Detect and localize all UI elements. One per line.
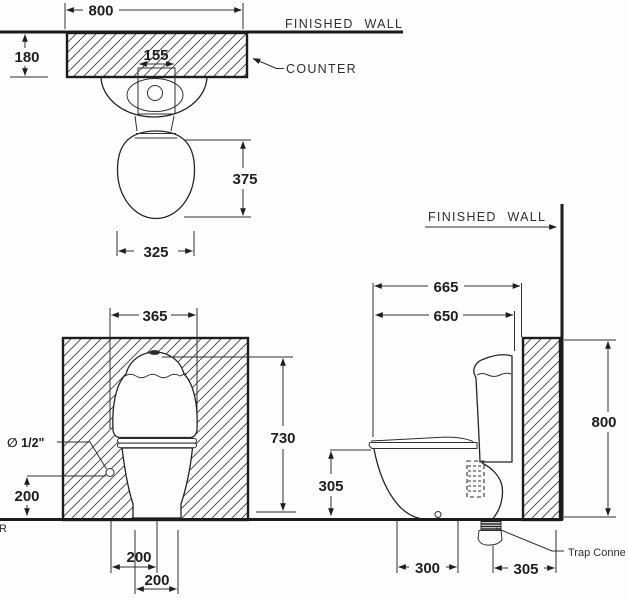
svg-text:200: 200: [14, 488, 39, 505]
tank-seat-join-right: [170, 115, 175, 132]
svg-text:200: 200: [126, 549, 151, 566]
supply-size-label: ∅ 1/2": [7, 436, 45, 450]
trap-leader-line: [495, 527, 564, 552]
tank-seat-join-left: [134, 115, 138, 132]
supply-leader-line: [57, 441, 107, 470]
dim-outlet-spacing: 300: [396, 521, 459, 577]
dim-seat-width: 325: [116, 231, 195, 261]
svg-text:155: 155: [143, 47, 168, 64]
tank-lid-wavy-line: [124, 373, 187, 379]
flush-button-plan: [147, 85, 163, 101]
floor-edge-partial-label: R: [0, 523, 7, 535]
dim-wall-height: 800: [564, 339, 617, 518]
dim-tank-width: 365: [111, 308, 196, 325]
seat-front-bar-2: [117, 442, 197, 449]
tank-lid-inner-ellipse: [126, 78, 184, 112]
dim-counter-depth: 180: [10, 34, 48, 78]
svg-text:180: 180: [14, 49, 39, 66]
dim-bottom-spacing-a: 200: [110, 521, 158, 573]
svg-text:665: 665: [433, 279, 458, 296]
seat-front-bar-1: [117, 438, 197, 444]
tank-side-outline: [473, 354, 513, 463]
seat-side-lid-line: [370, 436, 474, 442]
seat-side-bar: [368, 442, 478, 449]
side-view: FINISHED WALL 665 650: [318, 204, 626, 578]
svg-text:800: 800: [88, 3, 113, 20]
front-view: ∅ 1/2" 365 730 200 200: [7, 308, 296, 594]
outlet-hidden-lines: [466, 460, 485, 498]
finished-wall-label-side: FINISHED WALL: [428, 210, 546, 224]
svg-text:800: 800: [591, 414, 616, 431]
svg-text:730: 730: [270, 430, 295, 447]
trap-connector-label: Trap Conne: [568, 547, 626, 559]
dim-total-height: 730: [162, 356, 296, 513]
svg-text:305: 305: [513, 561, 538, 578]
svg-text:375: 375: [232, 171, 257, 188]
dim-outlet-to-wall: 305: [492, 530, 557, 578]
bowl-side-front-curve: [373, 448, 421, 520]
svg-text:650: 650: [433, 308, 458, 325]
trap-connector: [477, 518, 503, 546]
svg-text:300: 300: [415, 560, 440, 577]
top-view: FINISHED WALL 800 180: [0, 3, 403, 261]
dim-depth-to-tank: 650: [375, 308, 514, 325]
dim-counter-width: 800: [64, 3, 244, 29]
dim-seat-length: 375: [184, 139, 258, 218]
dim-supply-height: 200: [14, 475, 106, 516]
dim-tank-cutout-width: 155: [139, 47, 174, 67]
seat-plan-outline: [116, 130, 196, 220]
dim-rim-height: 305: [318, 449, 371, 516]
counter-callout: COUNTER: [252, 58, 357, 76]
supply-inlet-circle: [105, 468, 115, 477]
counter-section: [65, 31, 249, 79]
dim-overall-depth: 665: [374, 279, 521, 296]
tank-plan-outline: [100, 77, 208, 118]
counter-label: COUNTER: [286, 62, 357, 76]
wall-section-side: [521, 336, 562, 522]
tank-top-button: [149, 350, 160, 355]
svg-text:305: 305: [318, 478, 343, 495]
svg-text:365: 365: [142, 308, 167, 325]
tank-cutout-rect: [137, 67, 176, 115]
svg-text:325: 325: [143, 244, 168, 261]
floor-bolt-cap: [434, 511, 442, 518]
finished-wall-label-top: FINISHED WALL: [285, 17, 403, 31]
svg-text:200: 200: [144, 572, 169, 589]
bowl-side-rear-curve: [481, 462, 504, 519]
tank-side-wavy-line: [476, 372, 512, 377]
dim-bottom-spacing-b: 200: [134, 530, 179, 594]
